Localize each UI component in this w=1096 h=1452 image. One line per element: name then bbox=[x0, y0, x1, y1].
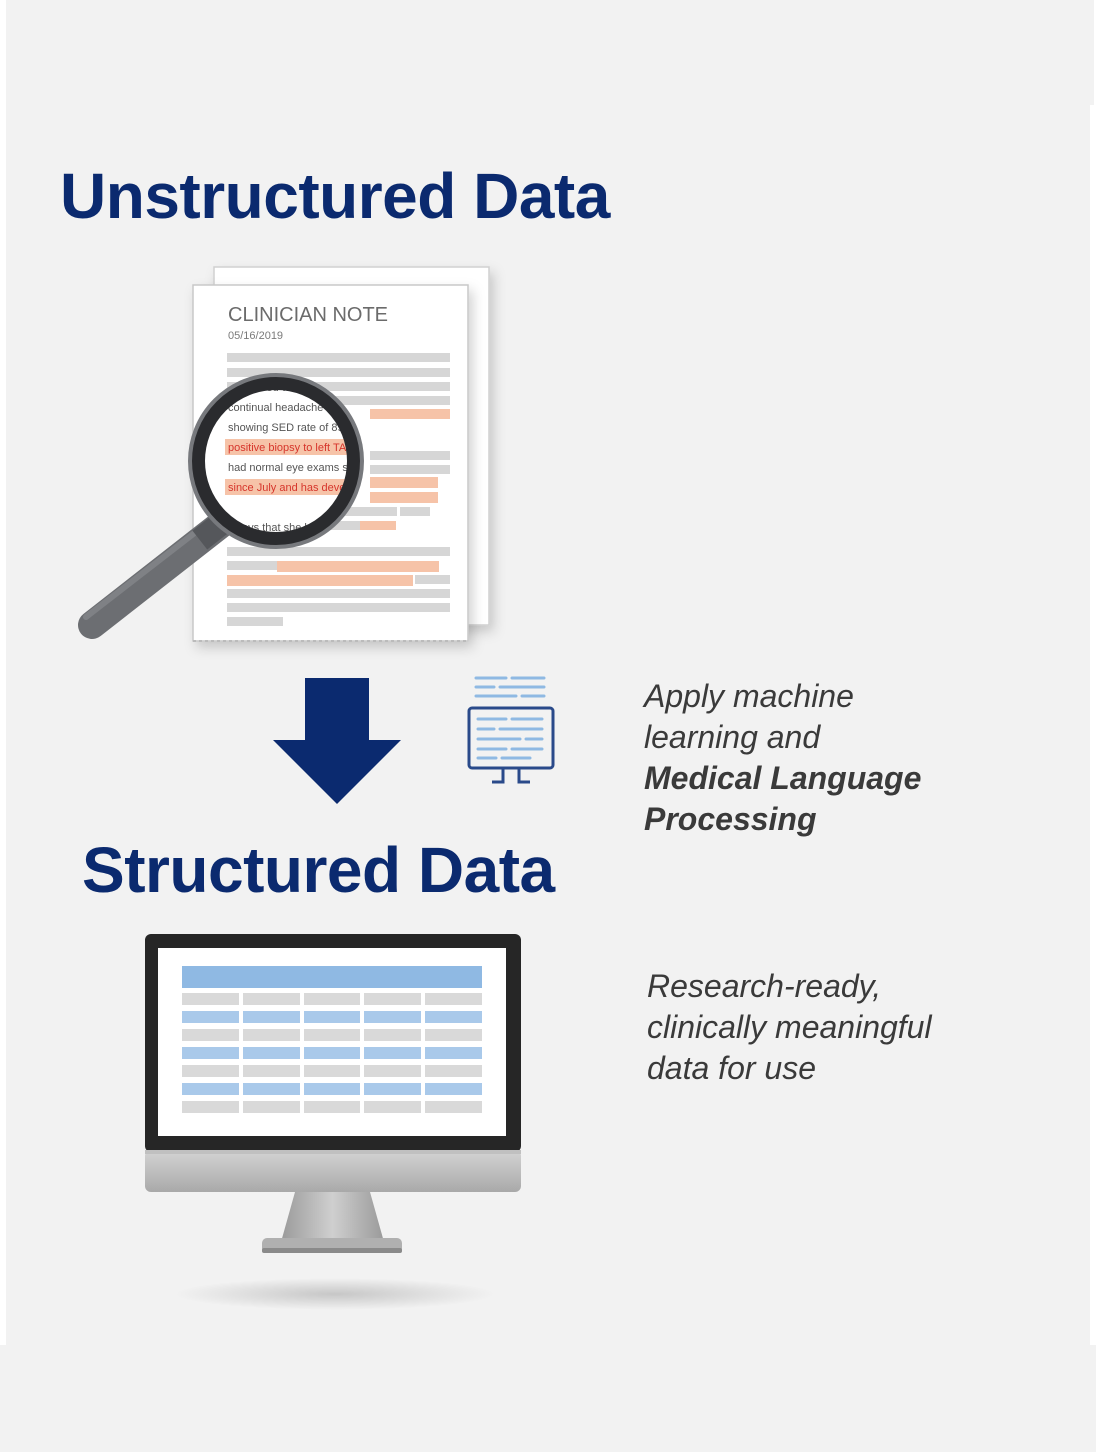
structured-data-title: Structured Data bbox=[82, 834, 555, 906]
processing-caption-line-3: Medical Language bbox=[644, 760, 922, 796]
output-caption-line-3: data for use bbox=[647, 1050, 816, 1086]
down-arrow-icon bbox=[273, 678, 401, 804]
magnifying-glass-icon bbox=[78, 373, 364, 639]
note-line-5: had normal eye exams sin bbox=[228, 462, 356, 474]
bottom-band bbox=[0, 1345, 1096, 1452]
table-header bbox=[182, 966, 482, 988]
data-table bbox=[182, 966, 482, 1113]
table-row bbox=[182, 1101, 482, 1113]
table-row bbox=[182, 1065, 482, 1077]
note-line-2: continual headache an bbox=[228, 402, 339, 414]
note-heading: CLINICIAN NOTE bbox=[228, 304, 388, 326]
table-row bbox=[182, 993, 482, 1005]
table-row bbox=[182, 1083, 482, 1095]
unstructured-data-title: Unstructured Data bbox=[60, 160, 610, 232]
panel-edge bbox=[1090, 105, 1096, 1345]
note-line-4: positive biopsy to left TA, bbox=[228, 442, 349, 454]
clinician-note-illustration: CLINICIAN NOTE 05/16/2019 diagnosed with bbox=[78, 266, 490, 642]
table-row bbox=[182, 1047, 482, 1059]
processing-caption-line-2: learning and bbox=[644, 719, 821, 755]
note-date: 05/16/2019 bbox=[228, 330, 283, 342]
note-highlights bbox=[227, 409, 450, 586]
processing-caption-line-4: Processing bbox=[644, 801, 817, 837]
table-row bbox=[182, 1029, 482, 1041]
ml-display-icon bbox=[467, 676, 555, 784]
note-line-6: since July and has develo bbox=[228, 482, 354, 494]
note-line-3: showing SED rate of 89 a bbox=[228, 422, 354, 434]
table-row bbox=[182, 1011, 482, 1023]
output-caption-line-1: Research-ready, bbox=[647, 968, 882, 1004]
output-caption: Research-ready, clinically meaningful da… bbox=[647, 966, 932, 1089]
processing-caption: Apply machine learning and Medical Langu… bbox=[644, 676, 921, 840]
desktop-monitor-icon bbox=[145, 934, 521, 1310]
processing-caption-line-1: Apply machine bbox=[644, 678, 854, 714]
output-caption-line-2: clinically meaningful bbox=[647, 1009, 932, 1045]
